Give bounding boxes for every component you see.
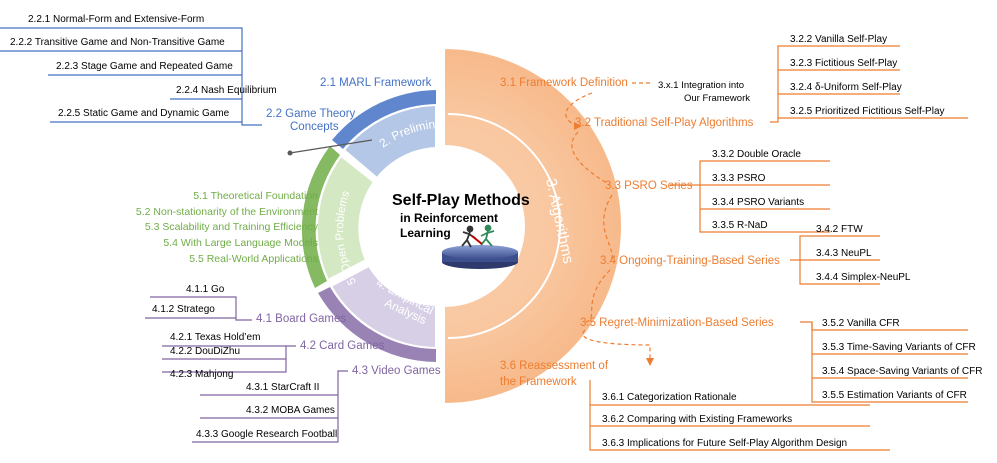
- preliminaries-outer-band: [332, 90, 436, 149]
- prelim-item[interactable]: 2.2.2 Transitive Game and Non-Transitive…: [10, 37, 225, 48]
- traditional-item[interactable]: 3.2.5 Prioritized Fictitious Self-Play: [790, 106, 945, 117]
- psro-item[interactable]: 3.3.4 PSRO Variants: [712, 197, 804, 208]
- open-problem-item[interactable]: 5.1 Theoretical Foundation: [193, 190, 318, 202]
- reassessment-label[interactable]: 3.6 Reassessment of: [500, 360, 609, 372]
- empirical-item[interactable]: 4.2.1 Texas Hold’em: [170, 332, 260, 343]
- algorithms-branch: 3.1 Framework Definition 3.x.1 Integrati…: [500, 34, 982, 451]
- open-problems-branch: 5.1 Theoretical Foundation 5.2 Non-stati…: [136, 190, 319, 265]
- open-problem-item[interactable]: 5.5 Real-World Applications: [189, 253, 318, 265]
- video-games-label[interactable]: 4.3 Video Games: [352, 365, 441, 377]
- gray-connector: [289, 139, 373, 154]
- empirical-item[interactable]: 4.1.1 Go: [186, 284, 225, 295]
- open-problems-ring-label-2: & Future Work: [377, 210, 402, 285]
- game-theory-label[interactable]: 2.2 Game Theory: [266, 108, 356, 120]
- prelim-item[interactable]: 2.2.3 Stage Game and Repeated Game: [56, 61, 233, 72]
- empirical-sector: [329, 264, 437, 350]
- empirical-item[interactable]: 4.2.2 DouDiZhu: [170, 346, 240, 357]
- traditional-item[interactable]: 3.2.4 δ-Uniform Self-Play: [790, 82, 902, 93]
- reassessment-item[interactable]: 3.6.1 Categorization Rationale: [602, 392, 737, 403]
- arrow-icon: [574, 122, 582, 130]
- psro-label[interactable]: 3.3 PSRO Series: [605, 180, 693, 192]
- framework-sub-item[interactable]: 3.x.1 Integration into: [658, 80, 744, 91]
- center-title: Self-Play Methods in Reinforcement Learn…: [392, 192, 530, 240]
- reassessment-label-2[interactable]: the Framework: [500, 376, 577, 388]
- center-title-line1: Self-Play Methods: [392, 192, 530, 209]
- card-games-label[interactable]: 4.2 Card Games: [300, 340, 385, 352]
- algorithms-inner-arc: [447, 113, 561, 339]
- empirical-item[interactable]: 4.1.2 Stratego: [152, 304, 215, 315]
- open-problems-sector: [315, 154, 376, 282]
- traditional-item[interactable]: 3.2.2 Vanilla Self-Play: [790, 34, 887, 45]
- central-ring: [301, 46, 623, 406]
- center-title-line2: in Reinforcement: [400, 211, 498, 225]
- game-theory-label-2[interactable]: Concepts: [290, 121, 339, 133]
- open-problem-item[interactable]: 5.3 Scalability and Training Efficiency: [145, 221, 319, 233]
- empirical-outer-band: [318, 287, 436, 362]
- ongoing-training-label[interactable]: 3.4 Ongoing-Training-Based Series: [600, 255, 780, 267]
- open-problem-item[interactable]: 5.4 With Large Language Models: [163, 237, 318, 249]
- board-games-label[interactable]: 4.1 Board Games: [256, 313, 346, 325]
- empirical-item[interactable]: 4.3.2 MOBA Games: [246, 405, 335, 416]
- psro-item[interactable]: 3.3.5 R-NaD: [712, 220, 768, 231]
- connector-dot: [287, 150, 293, 156]
- empirical-branch: 4.1 Board Games 4.2 Card Games 4.3 Video…: [145, 284, 441, 443]
- preliminaries-sector: [342, 103, 437, 180]
- center-title-line3: Learning: [400, 226, 451, 240]
- traditional-item[interactable]: 3.2.3 Fictitious Self-Play: [790, 58, 897, 69]
- psro-item[interactable]: 3.3.2 Double Oracle: [712, 149, 801, 160]
- reassessment-item[interactable]: 3.6.2 Comparing with Existing Frameworks: [602, 414, 792, 425]
- framework-definition-label[interactable]: 3.1 Framework Definition: [500, 77, 628, 89]
- regret-item[interactable]: 3.5.2 Vanilla CFR: [822, 318, 900, 329]
- empirical-item[interactable]: 4.2.3 Mahjong: [170, 369, 233, 380]
- open-problem-item[interactable]: 5.2 Non-stationarity of the Environment: [136, 206, 318, 218]
- marl-framework-label[interactable]: 2.1 MARL Framework: [320, 77, 432, 89]
- preliminaries-branch: 2.1 MARL Framework 2.2 Game Theory Conce…: [0, 14, 432, 133]
- ongoing-item[interactable]: 3.4.3 NeuPL: [816, 248, 872, 259]
- empirical-item[interactable]: 4.3.3 Google Research Football: [196, 429, 337, 440]
- framework-sub-item-2[interactable]: Our Framework: [684, 93, 750, 104]
- ongoing-item[interactable]: 3.4.4 Simplex-NeuPL: [816, 272, 911, 283]
- regret-minimization-label[interactable]: 3.5 Regret-Minimization-Based Series: [580, 317, 774, 329]
- psro-item[interactable]: 3.3.3 PSRO: [712, 173, 766, 184]
- algorithms-sector: [443, 46, 623, 406]
- regret-item[interactable]: 3.5.5 Estimation Variants of CFR: [822, 390, 967, 401]
- regret-item[interactable]: 3.5.3 Time-Saving Variants of CFR: [822, 342, 976, 353]
- regret-item[interactable]: 3.5.4 Space-Saving Variants of CFR: [822, 366, 982, 377]
- prelim-item[interactable]: 2.2.4 Nash Equilibrium: [176, 85, 277, 96]
- empirical-item[interactable]: 4.3.1 StarCraft II: [246, 382, 319, 393]
- prelim-item[interactable]: 2.2.1 Normal-Form and Extensive-Form: [28, 14, 204, 25]
- self-play-platform-icon: [442, 224, 518, 269]
- open-problems-outer-band: [301, 146, 340, 288]
- prelim-item[interactable]: 2.2.5 Static Game and Dynamic Game: [58, 108, 230, 119]
- traditional-label[interactable]: 3.2 Traditional Self-Play Algorithms: [575, 117, 754, 129]
- reassessment-item[interactable]: 3.6.3 Implications for Future Self-Play …: [602, 438, 847, 449]
- ongoing-item[interactable]: 3.4.2 FTW: [816, 224, 863, 235]
